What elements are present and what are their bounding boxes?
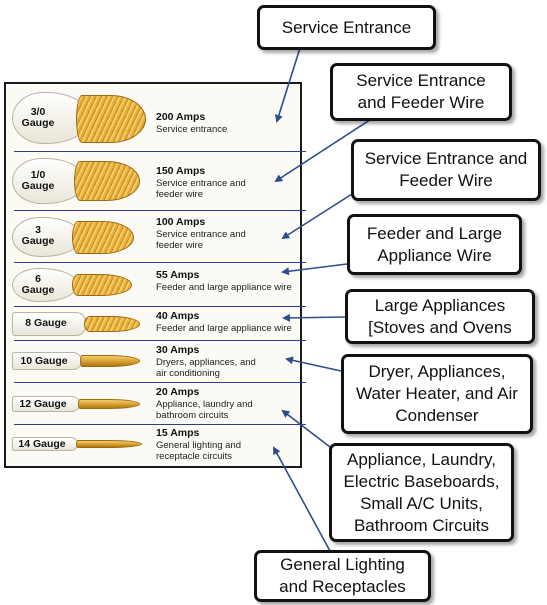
copper-strands (72, 221, 134, 254)
wire-description: Feeder and large appliance wire (156, 323, 292, 334)
callout-service-entrance-feeder-2: Service Entrance and Feeder Wire (351, 139, 541, 201)
arrow-feeder-large (281, 263, 348, 276)
amps-label: 55 Amps (156, 269, 200, 281)
copper-conductor (78, 399, 140, 409)
gauge-label: 12 Gauge (19, 398, 67, 410)
wire-sheath (12, 158, 86, 204)
wire-gauge-chart: 3/0 Gauge 200 Amps Service entrance 1/0 … (4, 82, 306, 468)
gauge-label: 1/0 Gauge (21, 169, 55, 192)
row-divider (14, 424, 306, 425)
gauge-label: 6 Gauge (21, 273, 55, 296)
arrow-service-feeder-2 (281, 193, 353, 240)
gauge-label: 3 Gauge (21, 224, 55, 247)
wire-description: Service entrance and feeder wire (156, 178, 246, 200)
gauge-label: 8 Gauge (25, 317, 67, 329)
wire-description: General lighting and receptacle circuits (156, 440, 242, 462)
amps-label: 15 Amps (156, 427, 200, 439)
wire-description: Dryers, appliances, and air conditioning (156, 357, 256, 379)
arrow-general-lighting (273, 446, 331, 552)
copper-conductor (80, 355, 140, 367)
row-divider (14, 151, 306, 152)
copper-conductor (76, 440, 142, 448)
callout-feeder-large-appliance: Feeder and Large Appliance Wire (347, 214, 522, 275)
row-divider (14, 340, 306, 341)
amps-label: 40 Amps (156, 310, 200, 322)
amps-label: 30 Amps (156, 344, 200, 356)
callout-appliance-laundry: Appliance, Laundry, Electric Baseboards,… (329, 443, 514, 542)
wire-description: Service entrance and feeder wire (156, 229, 246, 251)
row-divider (14, 262, 306, 263)
row-divider (14, 382, 306, 383)
amps-label: 100 Amps (156, 216, 206, 228)
callout-large-appliances: Large Appliances [Stoves and Ovens (345, 289, 535, 344)
callout-service-entrance-feeder-1: Service Entrance and Feeder Wire (330, 63, 512, 121)
wire-row-14: 14 Gauge 15 Amps General lighting and re… (8, 426, 300, 466)
wire-description: Feeder and large appliance wire (156, 282, 292, 293)
row-divider (14, 210, 306, 211)
gauge-label: 10 Gauge (20, 355, 68, 367)
arrow-appliance-laundry (281, 409, 331, 448)
wire-row-1-0: 1/0 Gauge 150 Amps Service entrance and … (8, 154, 300, 208)
arrow-service-entrance (274, 47, 301, 123)
gauge-label: 3/0 Gauge (21, 106, 55, 129)
copper-strands (74, 161, 140, 201)
amps-label: 20 Amps (156, 386, 200, 398)
wire-description: Appliance, laundry and bathroom circuits (156, 399, 253, 421)
copper-strands (72, 274, 132, 296)
copper-strands (76, 95, 146, 143)
callout-dryer-appliances: Dryer, Appliances, Water Heater, and Air… (341, 354, 533, 434)
amps-label: 150 Amps (156, 165, 206, 177)
wire-row-3: 3 Gauge 100 Amps Service entrance and fe… (8, 213, 300, 261)
arrow-large-appliances (282, 313, 346, 322)
wire-row-6: 6 Gauge 55 Amps Feeder and large applian… (8, 264, 300, 308)
amps-label: 200 Amps (156, 111, 206, 123)
callout-general-lighting: General Lighting and Receptacles (254, 550, 431, 602)
wire-row-8: 8 Gauge 40 Amps Feeder and large applian… (8, 308, 300, 338)
arrow-dryer (285, 356, 342, 372)
callout-service-entrance: Service Entrance (257, 5, 436, 50)
copper-strands (84, 316, 140, 332)
wire-sheath (12, 312, 86, 336)
row-divider (14, 306, 306, 307)
wire-description: Service entrance (156, 124, 228, 135)
wire-row-10: 10 Gauge 30 Amps Dryers, appliances, and… (8, 342, 300, 382)
wire-sheath (12, 217, 82, 257)
gauge-label: 14 Gauge (18, 438, 66, 450)
wire-row-12: 12 Gauge 20 Amps Appliance, laundry and … (8, 384, 300, 424)
arrow-service-feeder-1 (274, 111, 383, 183)
wire-row-3-0: 3/0 Gauge 200 Amps Service entrance (8, 88, 300, 148)
